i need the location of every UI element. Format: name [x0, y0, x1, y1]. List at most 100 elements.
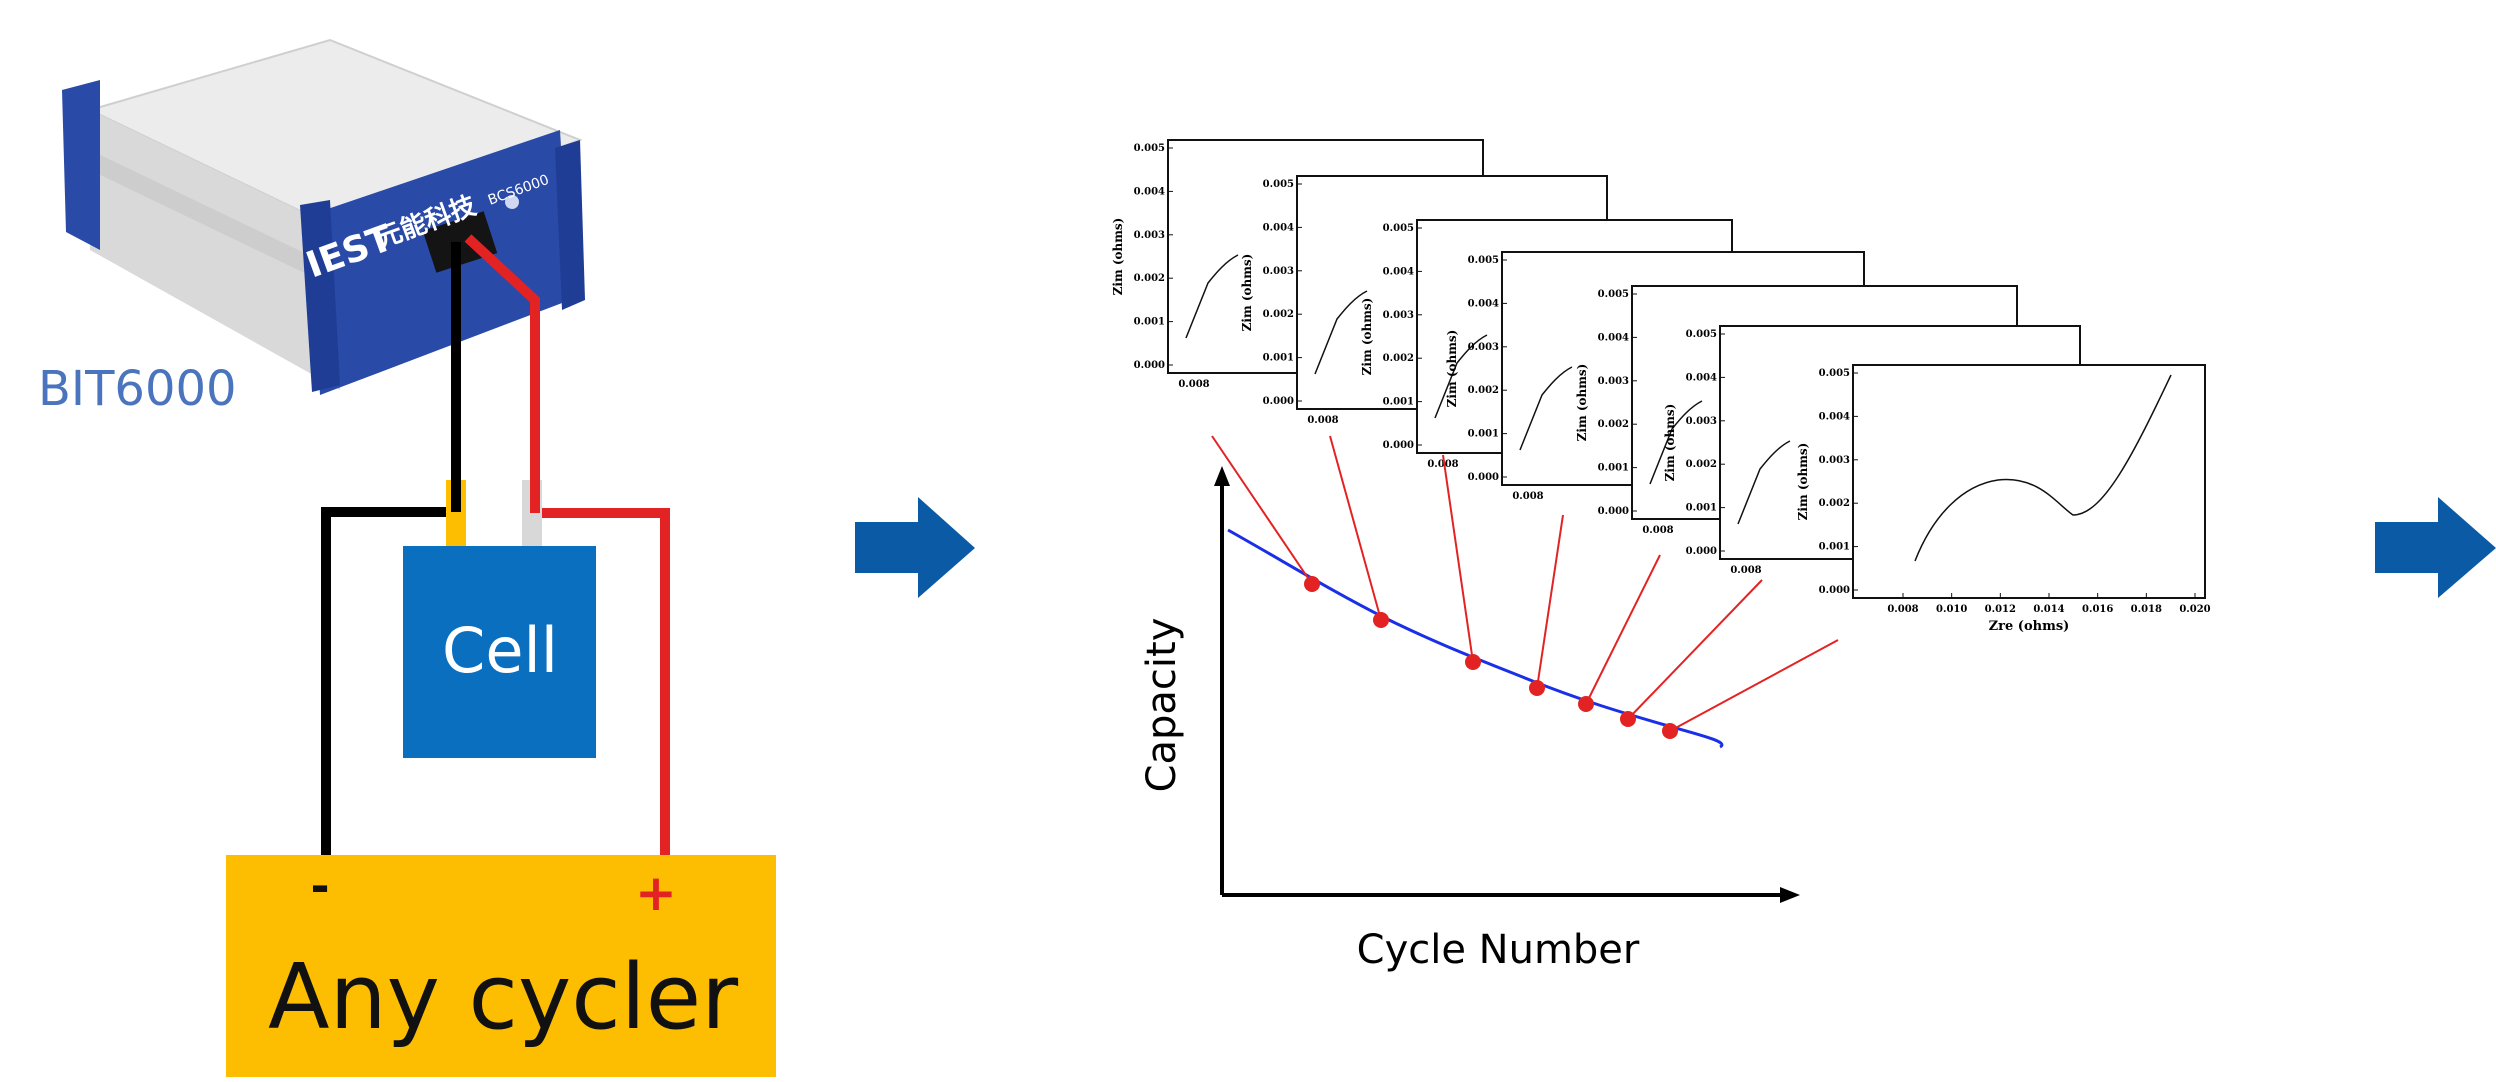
capacity-marker: [1578, 696, 1594, 712]
y-tick-label: 0.005: [1383, 223, 1414, 234]
eis-y-label: Zim (ohms): [1575, 364, 1589, 442]
y-tick-label: 0.000: [1263, 396, 1294, 407]
y-tick-label: 0.001: [1686, 503, 1717, 514]
cell-label: Cell: [442, 614, 558, 687]
y-tick-label: 0.004: [1598, 332, 1629, 343]
y-tick-label: 0.000: [1468, 472, 1499, 483]
x-tick-label: 0.012: [1985, 604, 2016, 615]
positive-terminal-sign: +: [635, 864, 677, 922]
capacity-marker: [1304, 576, 1320, 592]
y-tick-label: 0.003: [1383, 310, 1414, 321]
x-tick-label: 0.016: [2082, 604, 2113, 615]
y-tick-label: 0.004: [1819, 411, 1850, 422]
x-tick-label: 0.008: [1887, 604, 1918, 615]
device-illustration: IEST 元能科技 BCS6000: [62, 38, 585, 395]
leader-line: [1329, 435, 1382, 621]
leader-line: [1585, 554, 1661, 705]
x-tick-label: 0.020: [2179, 604, 2210, 615]
y-axis-label: Capacity: [1139, 618, 1185, 793]
y-tick-label: 0.005: [1263, 179, 1294, 190]
x-axis-label: Cycle Number: [1357, 927, 1640, 973]
eis-curve: [1519, 366, 1573, 451]
y-tick-label: 0.003: [1819, 455, 1850, 466]
y-tick-label: 0.001: [1819, 542, 1850, 553]
y-tick-label: 0.000: [1598, 506, 1629, 517]
y-tick-label: 0.003: [1598, 376, 1629, 387]
x-tick-label: 0.008: [1427, 459, 1458, 470]
negative-terminal-sign: -: [310, 859, 329, 913]
cycler-box: [226, 855, 776, 1077]
eis-curve: [1737, 440, 1791, 525]
black-wire: [321, 242, 461, 858]
eis-y-label: Zim (ohms): [1111, 218, 1125, 296]
capacity-curve: [1227, 528, 1724, 749]
capacity-marker: [1465, 654, 1481, 670]
y-tick-label: 0.004: [1134, 186, 1165, 197]
eis-curve: [1649, 400, 1703, 485]
y-tick-label: 0.003: [1686, 416, 1717, 427]
cell-box: [403, 546, 596, 758]
capacity-marker: [1620, 711, 1636, 727]
y-tick-label: 0.002: [1686, 459, 1717, 470]
eis-y-label: Zim (ohms): [1445, 330, 1459, 408]
y-tick-label: 0.005: [1598, 289, 1629, 300]
y-tick-label: 0.005: [1134, 143, 1165, 154]
capacity-marker: [1662, 723, 1678, 739]
x-tick-label: 0.008: [1178, 379, 1209, 390]
y-tick-label: 0.000: [1134, 360, 1165, 371]
right-arrow-icon: [2375, 497, 2496, 598]
y-tick-label: 0.000: [1686, 546, 1717, 557]
y-tick-label: 0.001: [1263, 353, 1294, 364]
y-tick-label: 0.001: [1134, 317, 1165, 328]
eis-y-label: Zim (ohms): [1796, 443, 1810, 521]
y-tick-label: 0.005: [1819, 368, 1850, 379]
y-tick-label: 0.004: [1686, 372, 1717, 383]
capacity-marker: [1529, 680, 1545, 696]
y-tick-label: 0.004: [1468, 298, 1499, 309]
x-tick-label: 0.014: [2033, 604, 2064, 615]
x-tick-label: 0.010: [1936, 604, 1967, 615]
y-tick-label: 0.001: [1598, 463, 1629, 474]
y-tick-label: 0.003: [1134, 230, 1165, 241]
x-tick-label: 0.008: [1642, 525, 1673, 536]
y-tick-label: 0.002: [1468, 385, 1499, 396]
y-tick-label: 0.001: [1383, 397, 1414, 408]
eis-y-label: Zim (ohms): [1240, 254, 1254, 332]
eis-curve: [1434, 334, 1488, 419]
y-tick-label: 0.003: [1468, 342, 1499, 353]
eis-y-label: Zim (ohms): [1663, 404, 1677, 482]
y-tick-label: 0.002: [1598, 419, 1629, 430]
leader-line: [1536, 514, 1564, 689]
y-tick-label: 0.002: [1134, 273, 1165, 284]
device-label: BIT6000: [38, 361, 237, 417]
eis-curve: [1314, 290, 1368, 375]
x-tick-label: 0.008: [1730, 565, 1761, 576]
eis-curve: [1185, 254, 1239, 339]
leader-line: [1669, 639, 1839, 732]
capacity-markers: [1304, 576, 1678, 739]
eis-x-label: Zre (ohms): [1989, 619, 2070, 634]
y-tick-label: 0.000: [1383, 440, 1414, 451]
leader-lines: [1211, 435, 1839, 732]
y-tick-label: 0.002: [1819, 498, 1850, 509]
y-tick-label: 0.004: [1263, 222, 1294, 233]
leader-line: [1442, 454, 1474, 663]
y-tick-label: 0.005: [1686, 329, 1717, 340]
cycler-label: Any cycler: [268, 945, 738, 1050]
y-tick-label: 0.005: [1468, 255, 1499, 266]
leader-line: [1211, 435, 1313, 585]
leader-line: [1627, 579, 1763, 720]
right-arrow-icon: [855, 497, 975, 598]
y-tick-label: 0.001: [1468, 429, 1499, 440]
x-tick-label: 0.008: [1512, 491, 1543, 502]
capacity-marker: [1373, 612, 1389, 628]
eis-curve: [1914, 374, 2172, 562]
y-tick-label: 0.002: [1263, 309, 1294, 320]
y-tick-label: 0.000: [1819, 585, 1850, 596]
y-tick-label: 0.003: [1263, 266, 1294, 277]
x-tick-label: 0.008: [1307, 415, 1338, 426]
